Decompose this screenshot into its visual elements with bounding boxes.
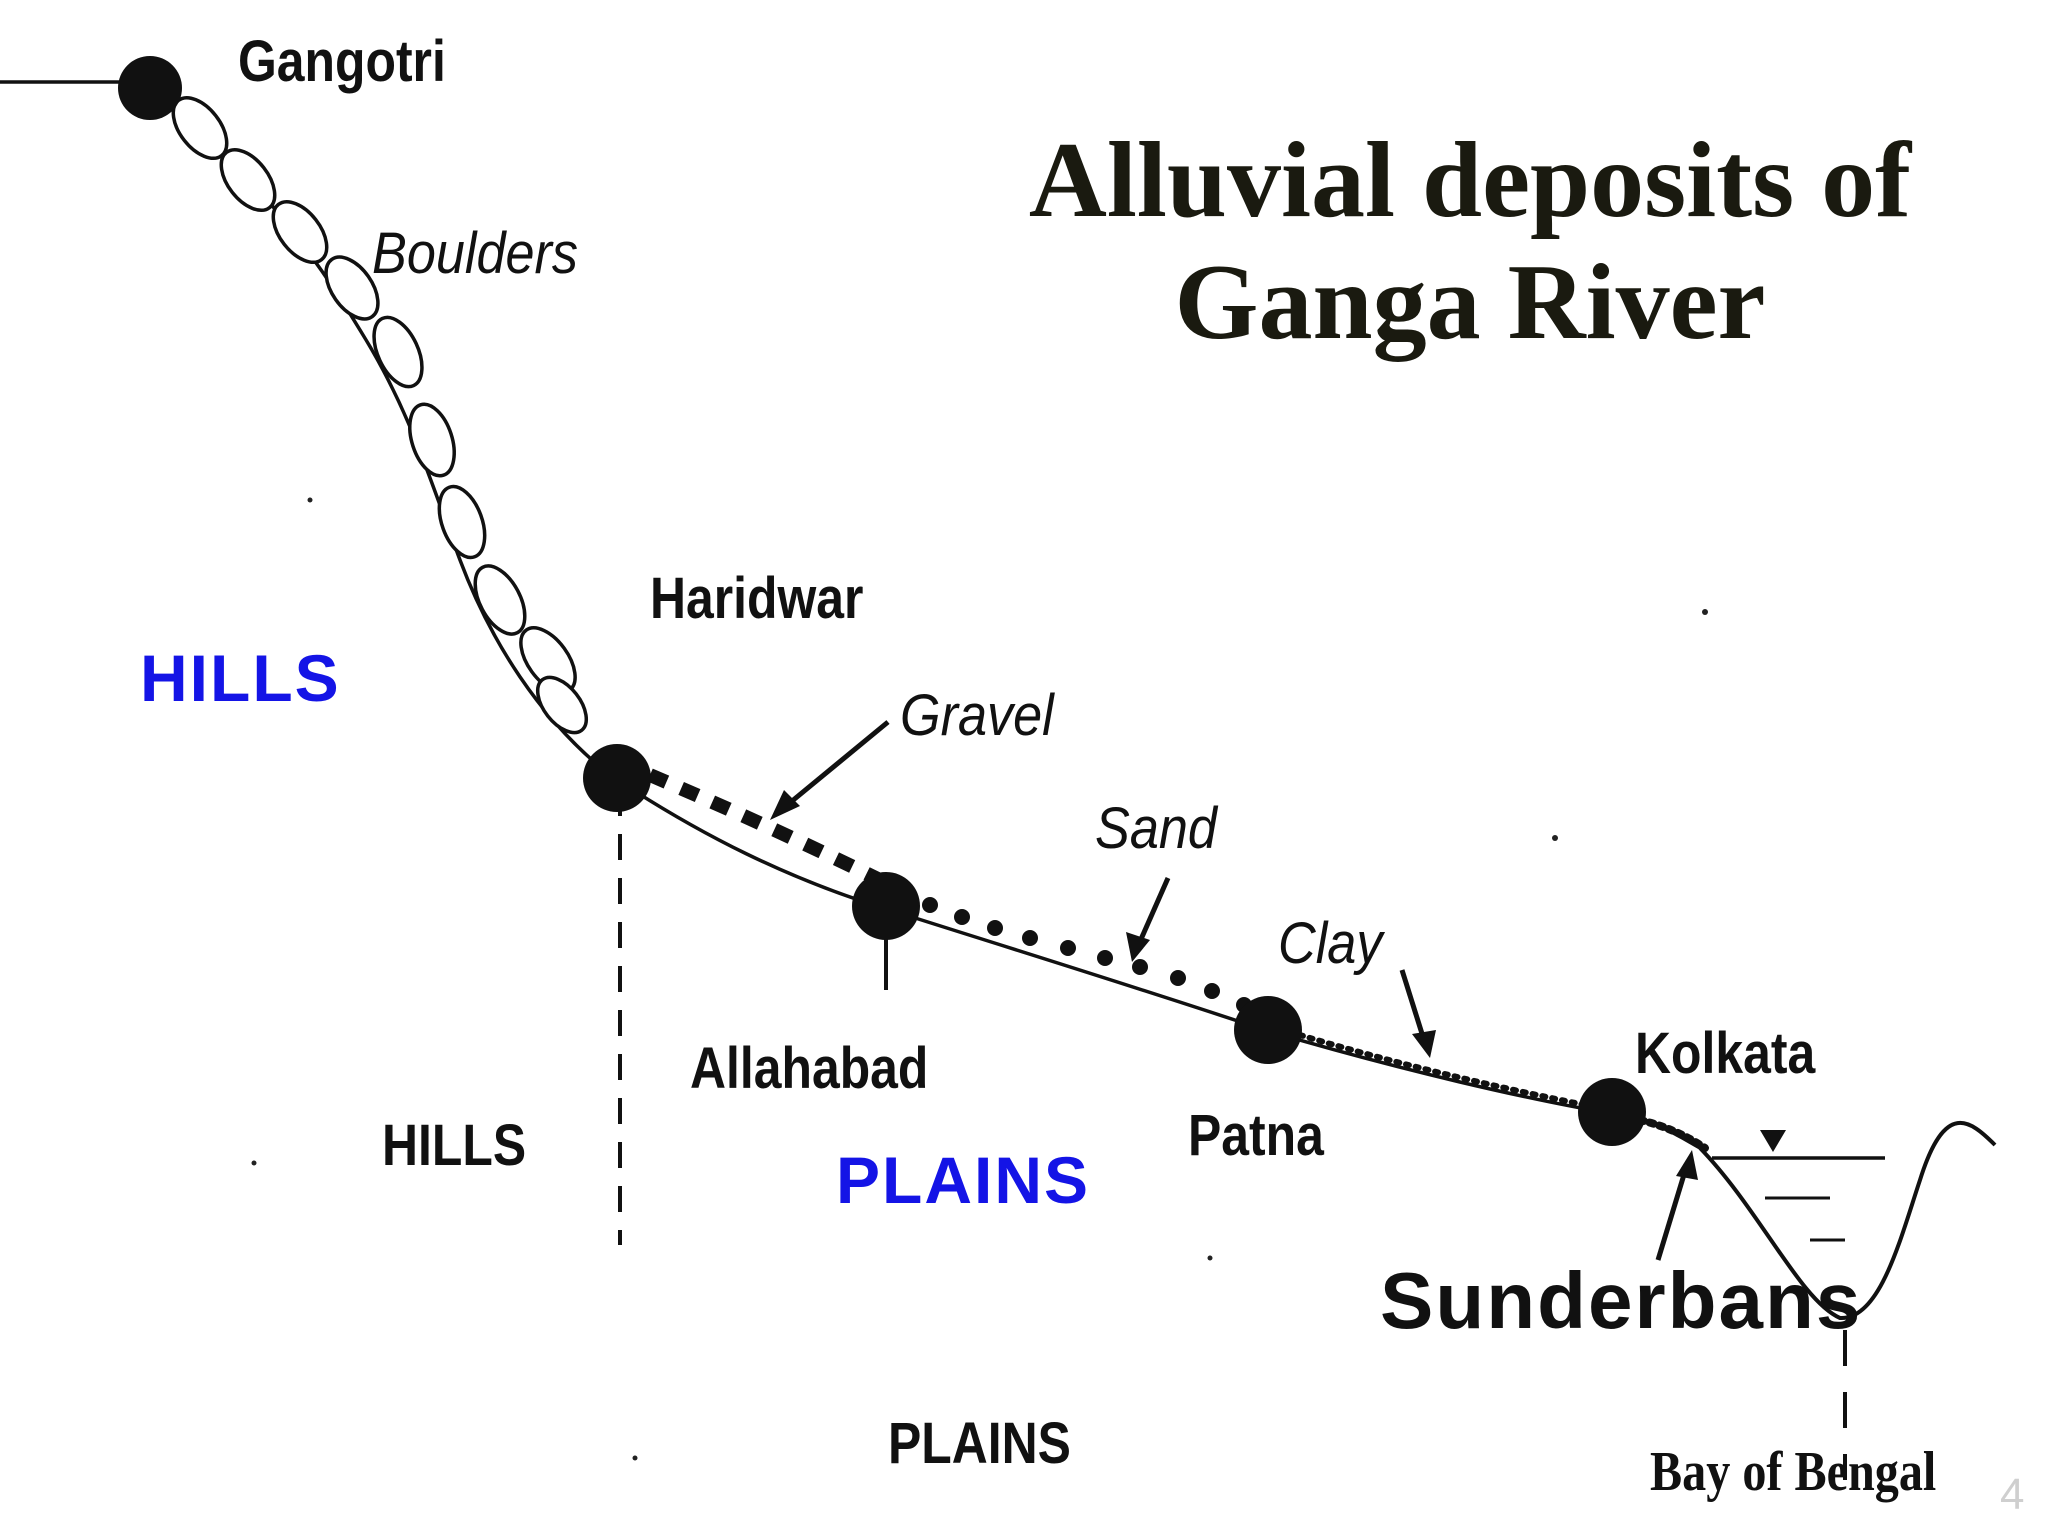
plains-zone-label-blue: PLAINS xyxy=(836,1143,1091,1217)
gravel-label: Gravel xyxy=(900,683,1054,748)
hills-zone-label-blue: HILLS xyxy=(140,641,341,715)
haridwar-marker xyxy=(583,744,651,812)
gangotri-marker xyxy=(118,56,182,120)
boulders-deposit xyxy=(171,96,589,735)
patna-label: Patna xyxy=(1188,1103,1324,1168)
title-line-1: Alluvial deposits of xyxy=(1028,121,1912,240)
allahabad-label: Allahabad xyxy=(690,1036,929,1101)
gangotri-label: Gangotri xyxy=(238,29,446,94)
sunderbans-label: Sunderbans xyxy=(1380,1256,1863,1345)
gravel-deposit xyxy=(647,768,904,897)
haridwar-label: Haridwar xyxy=(650,566,864,631)
plains-zone-label: PLAINS xyxy=(888,1411,1071,1476)
diagram-title: Alluvial deposits of Ganga River xyxy=(1010,120,1930,364)
title-line-2: Ganga River xyxy=(1174,243,1766,362)
sand-deposit xyxy=(922,897,1252,1013)
arrow-heads xyxy=(770,790,1698,1180)
clay-label: Clay xyxy=(1278,911,1383,976)
bay-of-bengal-label: Bay of Bengal xyxy=(1650,1441,1937,1503)
sea-basin xyxy=(1698,1120,1997,1321)
hills-zone-label: HILLS xyxy=(382,1113,527,1178)
sunderbans-deposit xyxy=(1636,1116,1709,1152)
page-number: 4 xyxy=(2000,1470,2025,1519)
sand-label: Sand xyxy=(1095,796,1217,861)
boulders-label: Boulders xyxy=(372,221,579,286)
river-profile-line xyxy=(0,80,1701,1150)
kolkata-marker xyxy=(1578,1078,1646,1146)
clay-deposit xyxy=(1297,1032,1603,1111)
pointer-arrows xyxy=(784,720,1689,1261)
allahabad-marker xyxy=(852,872,920,940)
patna-marker xyxy=(1234,996,1302,1064)
speck-marks xyxy=(251,497,1708,1461)
water-level-icon xyxy=(1760,1130,1786,1152)
kolkata-label: Kolkata xyxy=(1635,1021,1816,1086)
